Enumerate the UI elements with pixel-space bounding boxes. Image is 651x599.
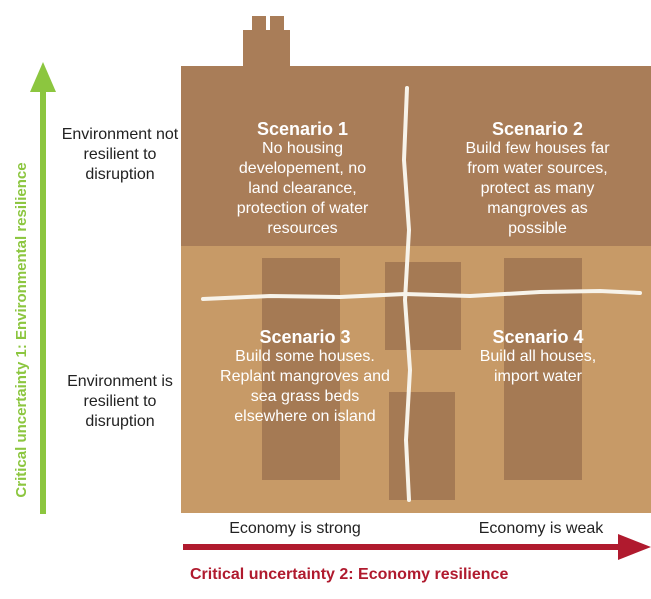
- scenario-text: possible: [508, 220, 567, 237]
- row-label-top: Environment not resilient to disruption: [61, 126, 179, 183]
- green-arrow-head: [30, 62, 56, 92]
- scenario-text: developement, no: [238, 160, 367, 177]
- scenario-text: protection of water: [236, 200, 369, 217]
- scenario-2: Scenario 2 Build few houses far from wat…: [425, 119, 650, 239]
- scenario-text: mangroves as: [487, 200, 588, 217]
- column-label-right: Economy is weak: [478, 520, 604, 537]
- window-middle: [385, 262, 461, 350]
- chalk-horizontal-line: [201, 288, 642, 301]
- upper-floor: [181, 66, 651, 246]
- red-arrow-shaft: [183, 544, 623, 550]
- scenario-text: import water: [493, 368, 583, 385]
- horizontal-axis-label: Critical uncertainty 2: Economy resilien…: [190, 566, 509, 583]
- scenario-text: No housing: [262, 140, 343, 157]
- chimney-pot: [270, 16, 284, 34]
- column-label-left: Economy is strong: [229, 520, 361, 537]
- scenario-title: Scenario 2: [491, 119, 584, 139]
- row-label-bottom: Environment is resilient to disruption: [67, 373, 173, 430]
- vertical-axis-label: Critical uncertainty 1: Environmental re…: [13, 162, 30, 498]
- chimney-pot: [252, 16, 266, 34]
- scenario-text: protect as many: [480, 180, 595, 197]
- door: [389, 392, 455, 500]
- scenario-text: Build few houses far: [465, 140, 610, 157]
- scenario-1: Scenario 1 No housing developement, no l…: [195, 119, 410, 239]
- green-arrow-shaft: [40, 90, 46, 514]
- scenario-text: land clearance,: [248, 180, 357, 197]
- scenario-title: Scenario 3: [259, 327, 351, 347]
- scenario-title: Scenario 1: [256, 119, 349, 139]
- scenario-title: Scenario 4: [492, 327, 584, 347]
- chalk-vertical-line: [401, 86, 413, 502]
- scenario-text: elsewhere on island: [234, 408, 376, 425]
- scenario-text: sea grass beds: [250, 388, 360, 405]
- scenario-text: Build some houses.: [235, 348, 375, 365]
- scenario-text: Build all houses,: [479, 348, 597, 365]
- scenario-3: Scenario 3 Build some houses. Replant ma…: [200, 327, 410, 427]
- scenario-text: from water sources,: [467, 160, 608, 177]
- scenario-text: Replant mangroves and: [220, 368, 390, 385]
- red-arrow-head: [618, 534, 651, 560]
- scenario-text: resources: [267, 220, 338, 237]
- scenario-4: Scenario 4 Build all houses, import wate…: [438, 327, 638, 387]
